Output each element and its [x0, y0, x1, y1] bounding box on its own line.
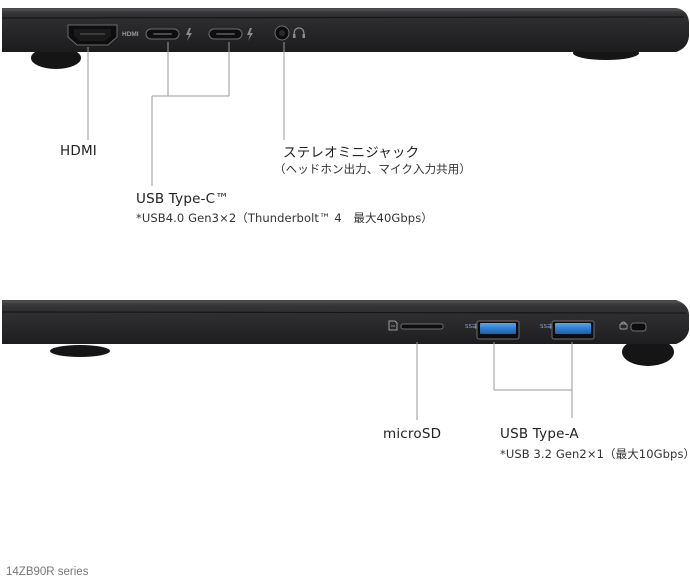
bottom-callout-lines	[416, 342, 573, 420]
usb-c-port	[208, 28, 243, 40]
audio-jack-label: ステレオミニジャック	[283, 145, 420, 161]
microsd-slot	[400, 323, 444, 330]
svg-text:SS⇶: SS⇶	[465, 323, 477, 330]
hdmi-label: HDMI	[60, 143, 97, 159]
rubber-foot	[50, 345, 110, 357]
thunderbolt-icon	[247, 28, 253, 41]
usb-c-port	[145, 28, 180, 40]
rubber-foot	[31, 47, 81, 69]
hdmi-logo: HDMI	[122, 31, 139, 38]
thunderbolt-icon	[186, 28, 192, 41]
laptop-right-side: SS⇶ SS⇶	[1, 300, 689, 366]
kensington-lock-icon	[619, 321, 628, 330]
lid-seam	[1, 311, 687, 314]
chassis	[2, 8, 689, 52]
audio-jack-note: （ヘッドホン出力、マイク入力共用）	[274, 162, 471, 176]
svg-text:SS⇶: SS⇶	[540, 323, 552, 330]
security-lock-slot	[630, 322, 647, 332]
audio-jack	[274, 25, 290, 41]
microsd-label: microSD	[383, 426, 442, 442]
usb-a-label: USB Type-A	[500, 426, 579, 442]
usb-c-label: USB Type-C™	[136, 191, 230, 207]
headset-icon	[293, 27, 305, 38]
superspeed-usb-icon: SS⇶	[540, 323, 552, 330]
usb-a-note: *USB 3.2 Gen2×1（最大10Gbps）	[500, 447, 690, 461]
usb-c-note: *USB4.0 Gen3×2（Thunderbolt™ 4 最大40Gbps）	[136, 211, 433, 225]
rubber-foot	[622, 338, 674, 366]
sd-card-icon	[388, 320, 398, 331]
laptop-left-side: HDMI	[1, 8, 689, 69]
top-callout-lines	[87, 42, 285, 186]
lid-seam	[1, 16, 685, 19]
usb-c-callout-line	[151, 42, 230, 186]
superspeed-usb-icon: SS⇶	[465, 323, 477, 330]
hdmi-port	[67, 24, 118, 46]
usb-a-port	[476, 320, 520, 340]
usb-a-port	[551, 320, 595, 340]
usb-a-callout-line	[493, 342, 573, 418]
series-name: 14ZB90R series	[6, 566, 89, 578]
